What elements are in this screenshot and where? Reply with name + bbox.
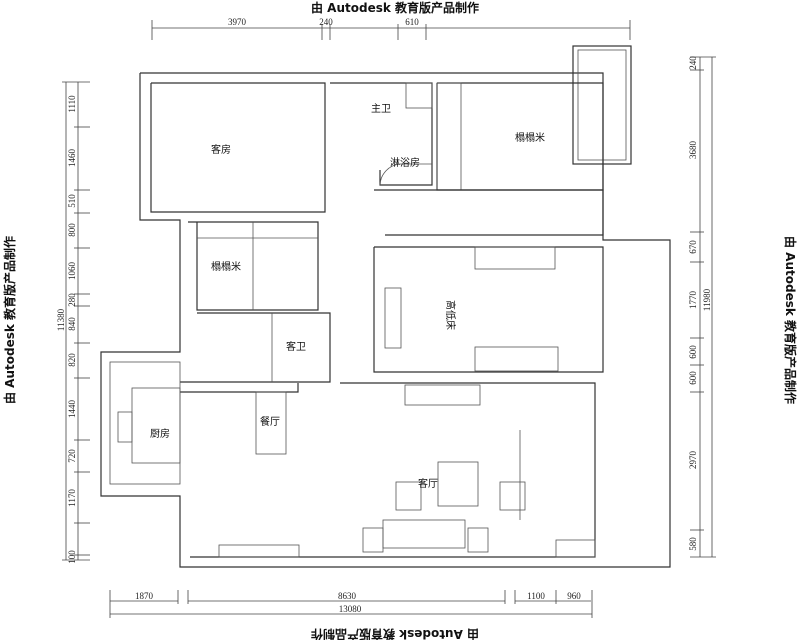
dim-top-1: 3970: [228, 17, 247, 27]
dim-left-2: 1460: [67, 149, 77, 168]
dim-left-1: 1110: [67, 95, 77, 113]
label-dining: 餐厅: [260, 415, 280, 428]
dim-right-3: 670: [688, 240, 698, 254]
watermark-top: 由 Autodesk 教育版产品制作: [311, 0, 479, 15]
top-dimension: 3970 240 610: [151, 17, 631, 40]
dim-top-3: 610: [405, 17, 419, 27]
label-guest-bath: 客卫: [286, 340, 306, 353]
dim-right-4: 1770: [688, 291, 698, 310]
left-dimension: 1110 1460 510 800 1060 280 840 820 1440 …: [56, 81, 90, 564]
dim-right-2: 3680: [688, 141, 698, 160]
dim-right-1: 240: [688, 56, 698, 70]
label-master-bath: 主卫: [371, 103, 391, 115]
label-tatami-upper: 榻榻米: [515, 131, 545, 144]
dim-top-2: 240: [319, 17, 333, 27]
dim-bottom-1: 1870: [135, 591, 154, 601]
dim-left-7: 840: [67, 317, 77, 331]
dim-left-total: 11380: [56, 308, 66, 331]
label-kitchen: 厨房: [150, 427, 170, 440]
walls: [100, 45, 671, 568]
dim-left-12: 100: [67, 550, 77, 564]
dim-right-7: 2970: [688, 451, 698, 470]
dim-right-total: 11980: [702, 288, 712, 311]
watermark-left: 由 Autodesk 教育版产品制作: [2, 236, 17, 404]
dim-left-4: 800: [67, 223, 77, 237]
dim-bottom-2: 8630: [338, 591, 357, 601]
right-dimension: 240 3680 670 1770 600 600 2970 580 11980: [688, 56, 716, 558]
label-bunk-bed-room: 高低床: [444, 300, 457, 330]
watermark-right: 由 Autodesk 教育版产品制作: [783, 236, 798, 404]
label-tatami-lower: 榻榻米: [211, 260, 241, 273]
room-labels: 客房 主卫 淋浴房 榻榻米 榻榻米 高低床 客卫 厨房 餐厅 客厅: [150, 103, 545, 490]
dim-bottom-total: 13080: [339, 604, 362, 614]
dim-right-5: 600: [688, 345, 698, 359]
dim-right-6: 600: [688, 371, 698, 385]
dim-bottom-4: 960: [567, 591, 581, 601]
bottom-dimension: 1870 8630 1100 960 13080: [109, 590, 593, 618]
dim-left-10: 720: [67, 449, 77, 463]
dim-bottom-3: 1100: [527, 591, 545, 601]
label-shower: 淋浴房: [390, 156, 420, 169]
label-living: 客厅: [418, 477, 438, 490]
dim-left-3: 510: [67, 194, 77, 208]
dim-left-5: 1060: [67, 262, 77, 281]
dim-left-11: 1170: [67, 489, 77, 507]
label-guest-room: 客房: [211, 143, 231, 156]
dim-left-9: 1440: [67, 400, 77, 419]
dim-left-8: 820: [67, 353, 77, 367]
watermark-bottom: 由 Autodesk 教育版产品制作: [311, 627, 479, 640]
dim-left-6: 280: [67, 293, 77, 307]
dim-right-8: 580: [688, 537, 698, 551]
